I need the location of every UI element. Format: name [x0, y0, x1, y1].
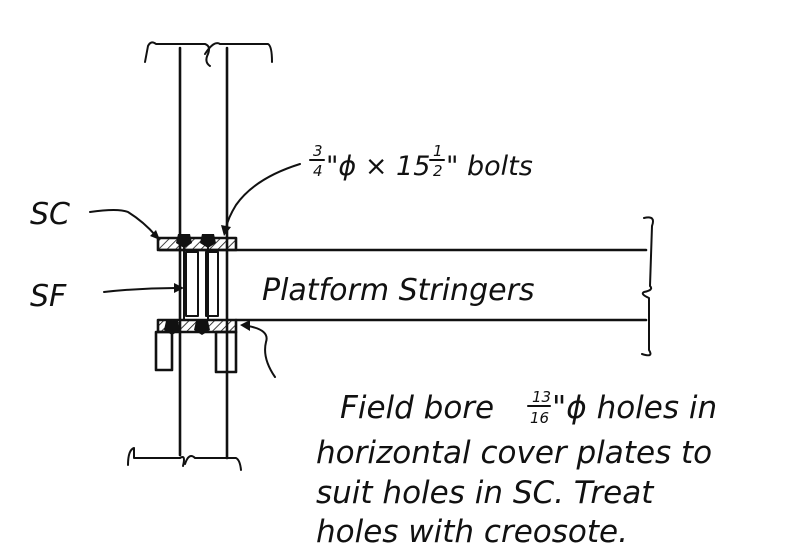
field-note: Field bore 13 16 "ϕ holes in horizontal …	[316, 388, 717, 550]
side-block-right	[214, 330, 238, 374]
note-hole-numerator: 13	[532, 388, 551, 406]
note-line4: holes with creosote.	[316, 514, 628, 550]
label-sc: SC	[30, 197, 70, 232]
leader-bolts	[221, 163, 301, 236]
note-hole-denominator: 16	[530, 409, 549, 427]
leader-sf	[103, 283, 184, 293]
platform-stringer	[158, 216, 654, 357]
side-block-left	[154, 330, 174, 372]
bolts	[164, 234, 216, 335]
vertical-post-right	[184, 42, 273, 471]
bolt-callout: 3 4 "ϕ × 15 1 2 " bolts	[309, 142, 533, 182]
bolt-size-numerator: 3	[313, 142, 323, 160]
top-cover-plate	[156, 236, 238, 252]
note-line1-post: "ϕ holes in	[552, 390, 717, 426]
bolt-tail: " bolts	[446, 151, 533, 182]
label-sf: SF	[30, 279, 67, 314]
leader-sc	[89, 209, 160, 240]
bolt-size-denominator: 4	[313, 162, 323, 180]
note-line2: horizontal cover plates to	[316, 435, 712, 471]
filler-blocks	[185, 251, 219, 317]
note-line3: suit holes in SC. Treat	[316, 475, 655, 511]
leader-holes	[240, 320, 276, 378]
note-line1-pre: Field bore	[340, 390, 494, 426]
vertical-post-left	[127, 41, 211, 467]
label-platform-stringers: Platform Stringers	[262, 273, 535, 308]
bolt-length-numerator: 1	[433, 142, 443, 160]
bolt-length-denominator: 2	[433, 162, 443, 180]
bolt-size-mid: "ϕ × 15	[326, 151, 430, 182]
